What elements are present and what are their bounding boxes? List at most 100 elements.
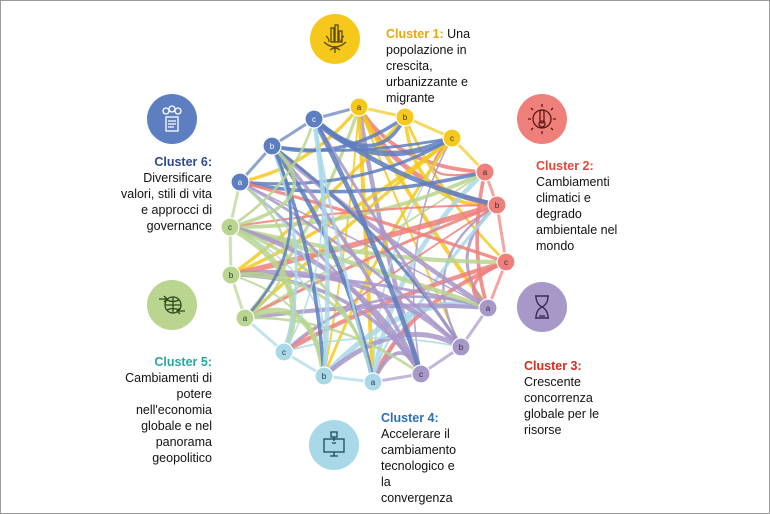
cluster-3-desc-4: risorse xyxy=(524,423,562,437)
node-circle xyxy=(487,195,507,215)
node-letter: c xyxy=(312,115,316,124)
cluster-1-desc-2: crescita, xyxy=(386,59,433,73)
city-plants-icon xyxy=(323,24,347,53)
cluster-4-desc-3: tecnologico e xyxy=(381,459,455,473)
node-circle xyxy=(304,109,324,129)
node-c6-c: c xyxy=(304,109,324,129)
cluster-4-desc-4: la xyxy=(381,475,391,489)
cluster-3-desc-1: Crescente xyxy=(524,375,581,389)
cluster-3-title: Cluster 3: xyxy=(524,359,582,373)
node-circle xyxy=(220,217,240,237)
cluster-4-title: Cluster 4: xyxy=(381,411,439,425)
node-letter: a xyxy=(357,103,362,112)
cluster-4-label: Cluster 4: Accelerare il cambiamento tec… xyxy=(381,410,511,506)
link-c2a-c6a xyxy=(238,170,487,194)
cluster-2-desc-2: climatici e xyxy=(536,191,591,205)
node-letter: c xyxy=(450,134,454,143)
link-layer xyxy=(227,104,509,385)
cluster-4-desc-1: Accelerare il xyxy=(381,427,450,441)
node-c1-a: a xyxy=(349,97,369,117)
node-letter: b xyxy=(322,372,327,381)
cluster-2-icon xyxy=(517,94,567,144)
cluster-1-desc-4: migrante xyxy=(386,91,435,105)
globe-arrows-icon xyxy=(159,295,185,315)
node-c1-b: b xyxy=(395,107,415,127)
cluster-6-label: Cluster 6: Diversificare valori, stili d… xyxy=(78,154,212,234)
cluster-1-desc-first: Una xyxy=(447,27,471,41)
link-c3b-c5b xyxy=(228,269,464,350)
node-c3-c: c xyxy=(411,364,431,384)
node-c5-b: b xyxy=(221,265,241,285)
link-c3a-c6a xyxy=(239,181,489,309)
link-c2a-c3a xyxy=(475,170,490,310)
node-letter: b xyxy=(495,201,500,210)
thermometer-globe-icon xyxy=(528,104,556,134)
rim-link xyxy=(495,204,508,263)
cluster-3-label: Cluster 3: Crescente concorrenza globale… xyxy=(524,358,654,438)
node-circle xyxy=(262,136,282,156)
cluster-4-icon xyxy=(309,420,359,470)
node-letter: c xyxy=(504,258,508,267)
link-c4b-c6c xyxy=(311,116,330,379)
cluster-6-desc-3: e approcci di xyxy=(141,203,212,217)
node-c6-b: b xyxy=(262,136,282,156)
node-letter: c xyxy=(228,223,232,232)
node-c5-a: a xyxy=(235,308,255,328)
cluster-2-title: Cluster 2: xyxy=(536,159,594,173)
node-c2-b: b xyxy=(487,195,507,215)
link-c1c-c4b xyxy=(322,136,454,378)
cluster-1-desc-3: urbanizzante e xyxy=(386,75,469,89)
node-c1-c: c xyxy=(442,128,462,148)
link-c4c-c6c xyxy=(283,118,324,353)
node-c4-c: c xyxy=(274,342,294,362)
node-letter: c xyxy=(282,348,286,357)
cluster-6-icon xyxy=(147,94,197,144)
node-circle xyxy=(478,298,498,318)
node-letter: b xyxy=(403,113,408,122)
link-c3a-c5a xyxy=(242,303,491,321)
cluster-6-desc-4: governance xyxy=(146,219,212,233)
node-c3-b: b xyxy=(451,337,471,357)
node-circle xyxy=(274,342,294,362)
cluster-1-title: Cluster 1: xyxy=(386,27,444,41)
link-c5a-c6b xyxy=(243,144,293,320)
cluster-2-desc-1: Cambiamenti xyxy=(536,175,610,189)
link-c2b-c6c xyxy=(311,116,500,208)
node-letter: a xyxy=(483,168,488,177)
node-letter: a xyxy=(371,378,376,387)
node-circle xyxy=(235,308,255,328)
node-circle xyxy=(395,107,415,127)
node-letter: a xyxy=(486,304,491,313)
node-circle xyxy=(363,372,383,392)
node-circle xyxy=(230,172,250,192)
link-c5c-c6b xyxy=(228,144,297,229)
link-c4c-c6b xyxy=(270,144,298,354)
link-c2b-c5b xyxy=(228,202,500,278)
node-c4-a: a xyxy=(363,372,383,392)
node-letter: a xyxy=(243,314,248,323)
node-circle xyxy=(475,162,495,182)
cluster-2-desc-3: degrado xyxy=(536,207,582,221)
node-c6-a: a xyxy=(230,172,250,192)
cluster-4-desc-2: cambiamento xyxy=(381,443,457,457)
node-letter: b xyxy=(459,343,464,352)
cluster-5-desc-3: nell'economia xyxy=(135,403,212,417)
cluster-2-desc-5: mondo xyxy=(536,239,575,253)
cluster-2-label: Cluster 2: Cambiamenti climatici e degra… xyxy=(536,158,666,254)
node-letter: b xyxy=(270,142,275,151)
cluster-1-label: Cluster 1: Una popolazione in crescita, … xyxy=(386,26,516,106)
link-c1c-c6a xyxy=(238,136,454,186)
cluster-4-desc-5: convergenza xyxy=(381,491,453,505)
cluster-3-desc-3: globale per le xyxy=(524,407,600,421)
node-circle xyxy=(221,265,241,285)
link-c3b-c4c xyxy=(283,337,462,353)
cluster-5-desc-5: panorama xyxy=(155,435,212,449)
cluster-6-desc-1: Diversificare xyxy=(143,171,212,185)
cluster-5-desc-6: geopolitico xyxy=(152,451,212,465)
node-circle xyxy=(496,252,516,272)
cluster-1-icon xyxy=(310,14,360,64)
node-letter: c xyxy=(419,370,423,379)
node-circle xyxy=(451,337,471,357)
link-c3a-c5b xyxy=(229,273,490,310)
